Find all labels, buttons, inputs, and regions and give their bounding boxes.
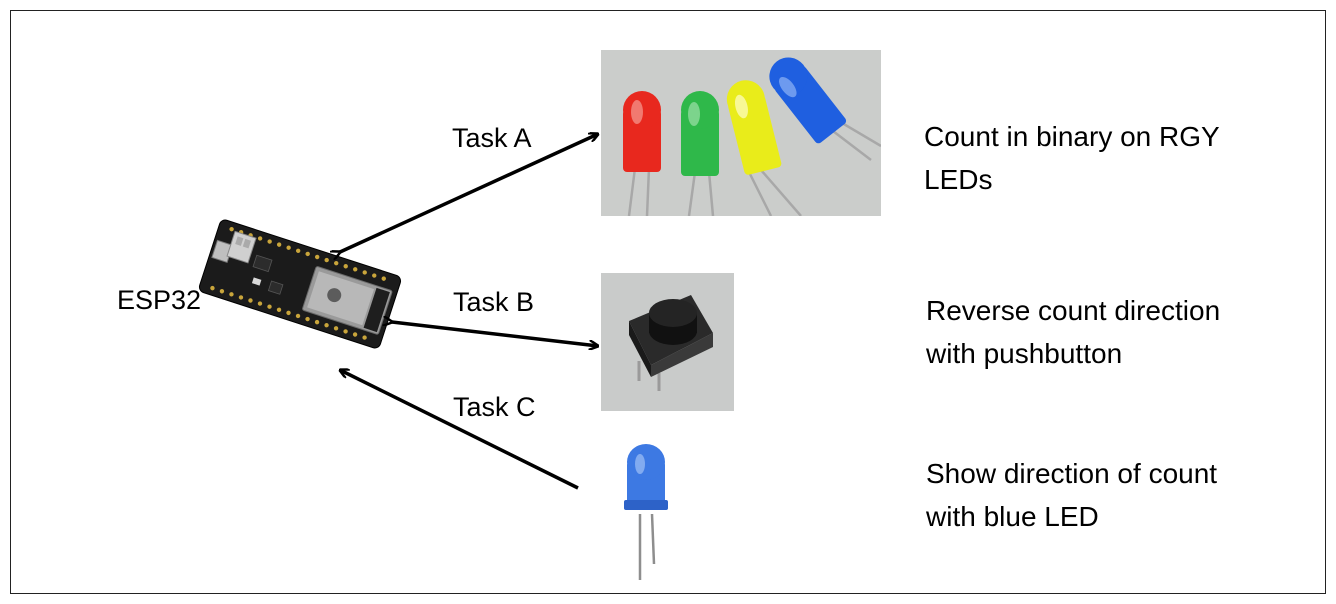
esp32-label: ESP32 xyxy=(117,285,202,315)
task-b-label: Task B xyxy=(453,287,535,317)
task-c-arrow xyxy=(340,370,579,490)
task-b-description-line: with pushbutton xyxy=(926,338,1123,369)
task-b-description-line: Reverse count direction xyxy=(926,295,1221,326)
task-b-description: Reverse count direction with pushbutton xyxy=(926,289,1220,375)
task-a-description: Count in binary on RGY LEDs xyxy=(924,115,1220,201)
task-a-description-line: Count in binary on RGY xyxy=(924,121,1220,152)
task-c-label: Task C xyxy=(453,392,536,422)
pushbutton-photo xyxy=(601,273,734,411)
task-a-arrow xyxy=(340,134,598,252)
task-c-description-line: Show direction of count xyxy=(926,458,1218,489)
task-c-description-line: with blue LED xyxy=(926,501,1099,532)
task-b-arrow xyxy=(392,322,598,346)
task-a-description-line: LEDs xyxy=(924,164,993,195)
rgyb-leds-photo xyxy=(601,50,881,216)
task-a-label: Task A xyxy=(452,123,532,153)
blue-led-photo xyxy=(618,440,676,582)
diagram-frame xyxy=(10,10,1326,594)
task-c-description: Show direction of count with blue LED xyxy=(926,452,1217,538)
